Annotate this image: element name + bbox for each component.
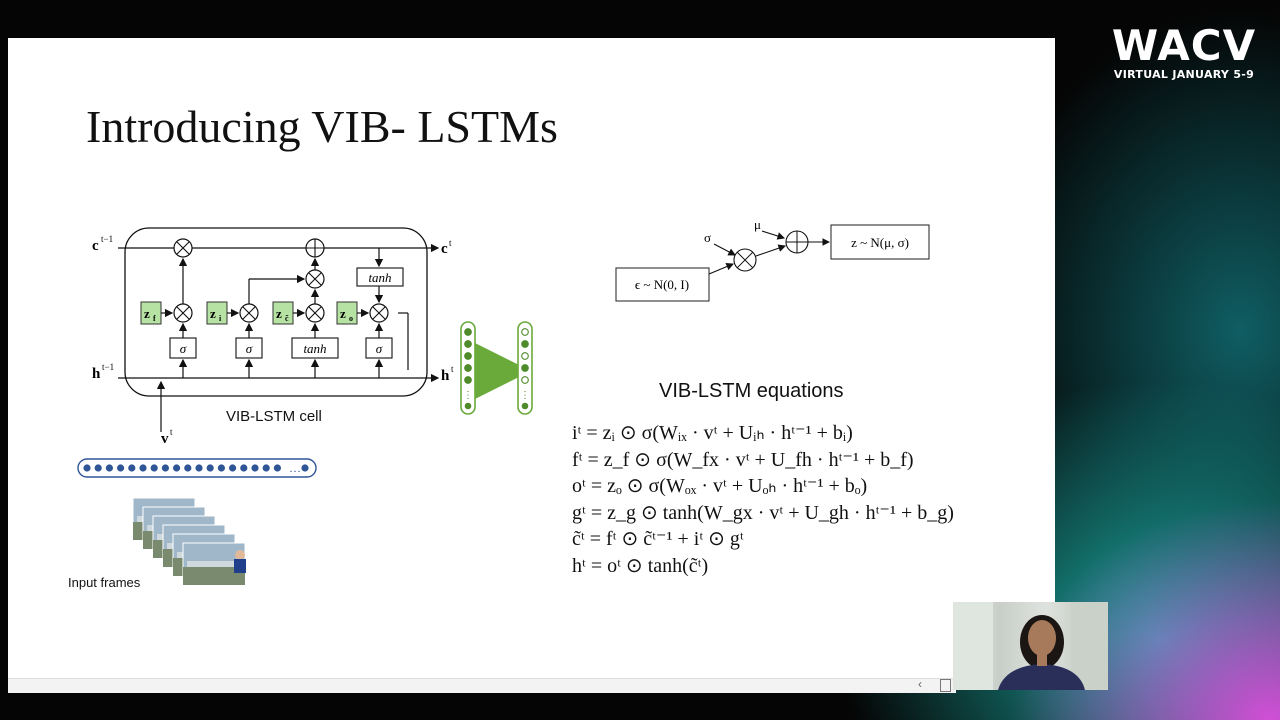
brand-subtitle: VIRTUAL JANUARY 5-9 bbox=[1113, 68, 1255, 81]
vector-dot bbox=[521, 328, 529, 336]
vector-dot bbox=[521, 376, 529, 384]
c-prev-sup: t−1 bbox=[101, 234, 113, 244]
sequence-dot bbox=[105, 464, 113, 472]
sequence-dot bbox=[301, 464, 309, 472]
equation-line: hᵗ = oᵗ ⊙ tanh(c̃ᵗ) bbox=[572, 554, 709, 577]
reparameterization-diagram: σ μ ϵ ~ N(0, I) z ~ N(μ, σ) bbox=[615, 217, 930, 302]
sequence-dot bbox=[83, 464, 91, 472]
h-prev-label: h bbox=[92, 366, 101, 382]
frame-person bbox=[235, 550, 245, 560]
v-input-label: v bbox=[161, 431, 169, 447]
presenter-webcam bbox=[953, 602, 1108, 690]
epsilon-box bbox=[615, 267, 710, 302]
sequence-dot bbox=[273, 464, 281, 472]
vector-dot bbox=[521, 402, 529, 410]
sigma-label: σ bbox=[704, 230, 711, 245]
equation-line: oᵗ = zₒ ⊙ σ(Wₒₓ · vᵗ + Uₒₕ · hᵗ⁻¹ + bₒ) bbox=[572, 475, 868, 497]
z-gate-sub: f bbox=[153, 314, 156, 323]
slide-view-icon[interactable] bbox=[940, 679, 951, 692]
h-next-label: h bbox=[441, 368, 450, 384]
slide-title: Introducing VIB- LSTMs bbox=[86, 101, 558, 152]
sequence-dot bbox=[184, 464, 192, 472]
equation-line: c̃ᵗ = fᵗ ⊙ c̃ᵗ⁻¹ + iᵗ ⊙ gᵗ bbox=[572, 528, 744, 550]
cell-tanh-label: tanh bbox=[368, 270, 391, 285]
sequence-dot bbox=[240, 464, 248, 472]
h-prev-sup: t−1 bbox=[102, 362, 114, 372]
sequence-dot bbox=[150, 464, 158, 472]
z-box bbox=[830, 224, 930, 260]
sequence-dot bbox=[195, 464, 203, 472]
v-input-sup: t bbox=[170, 427, 173, 437]
mu-label: μ bbox=[754, 217, 761, 232]
cell-boundary bbox=[124, 227, 428, 397]
vector-dot bbox=[521, 364, 529, 372]
presenter-avatar bbox=[953, 602, 1108, 690]
equations-block: iᵗ = zᵢ ⊙ σ(Wᵢₓ · vᵗ + Uᵢₕ · hᵗ⁻¹ + bᵢ) … bbox=[572, 420, 954, 579]
z-gate-label: z bbox=[210, 306, 216, 321]
brand-title: WACV bbox=[1111, 21, 1257, 70]
sequence-dot bbox=[139, 464, 147, 472]
vector-ellipsis: ⋮ bbox=[520, 390, 530, 401]
vector-ellipsis: ⋮ bbox=[463, 390, 473, 401]
equation-line: gᵗ = z_g ⊙ tanh(W_gx · vᵗ + U_gh · hᵗ⁻¹ … bbox=[572, 501, 954, 524]
svg-text:…: … bbox=[289, 461, 301, 475]
equations-title: VIB-LSTM equations bbox=[659, 380, 844, 402]
z-gate-label: z bbox=[340, 306, 346, 321]
vector-dot bbox=[464, 402, 472, 410]
z-gate-sub: o bbox=[349, 314, 353, 323]
vector-dot bbox=[464, 340, 472, 348]
sequence-dot bbox=[161, 464, 169, 472]
activation-label: σ bbox=[376, 341, 383, 356]
wacv-brand-logo: WACV VIRTUAL JANUARY 5-9 bbox=[1098, 21, 1270, 82]
vector-dot bbox=[464, 352, 472, 360]
input-frames-stack bbox=[133, 498, 246, 586]
input-frames-caption: Input frames bbox=[68, 575, 141, 590]
sequence-dot bbox=[128, 464, 136, 472]
z-gate-sub: i bbox=[219, 314, 222, 323]
frame-person-body bbox=[234, 559, 246, 573]
sequence-dot bbox=[251, 464, 259, 472]
vector-dot bbox=[521, 340, 529, 348]
sequence-dot bbox=[229, 464, 237, 472]
cell-caption: VIB-LSTM cell bbox=[226, 408, 322, 425]
z-label: z ~ N(μ, σ) bbox=[851, 235, 909, 250]
h-next-sup: t bbox=[451, 364, 454, 374]
activation-label: σ bbox=[180, 341, 187, 356]
vector-dot bbox=[464, 328, 472, 336]
frame-feature-sequence: … bbox=[77, 458, 317, 478]
z-gate-label: z bbox=[276, 306, 282, 321]
sequence-dot bbox=[217, 464, 225, 472]
vector-dot bbox=[464, 364, 472, 372]
cell-tanh-box bbox=[356, 267, 404, 287]
vector-dot bbox=[464, 376, 472, 384]
c-next-sup: t bbox=[449, 238, 452, 248]
sequence-dot bbox=[117, 464, 125, 472]
epsilon-label: ϵ ~ N(0, I) bbox=[635, 277, 689, 292]
activation-label: tanh bbox=[303, 341, 326, 356]
c-next-label: c bbox=[441, 241, 448, 257]
equation-line: fᵗ = z_f ⊙ σ(W_fx · vᵗ + U_fh · hᵗ⁻¹ + b… bbox=[572, 448, 914, 471]
slide-status-bar bbox=[8, 678, 956, 693]
vector-dot bbox=[521, 352, 529, 360]
input-frame bbox=[182, 542, 246, 586]
sequence-dot bbox=[173, 464, 181, 472]
c-prev-label: c bbox=[92, 238, 99, 254]
activation-label: σ bbox=[246, 341, 253, 356]
prev-slide-button[interactable]: ‹ bbox=[918, 677, 922, 691]
equation-line: iᵗ = zᵢ ⊙ σ(Wᵢₓ · vᵗ + Uᵢₕ · hᵗ⁻¹ + bᵢ) bbox=[572, 422, 853, 444]
sequence-dot bbox=[206, 464, 214, 472]
z-gate-label: z bbox=[144, 306, 150, 321]
z-gate-sub: c̃ bbox=[285, 314, 289, 323]
sequence-dot bbox=[94, 464, 102, 472]
sequence-dot bbox=[262, 464, 270, 472]
